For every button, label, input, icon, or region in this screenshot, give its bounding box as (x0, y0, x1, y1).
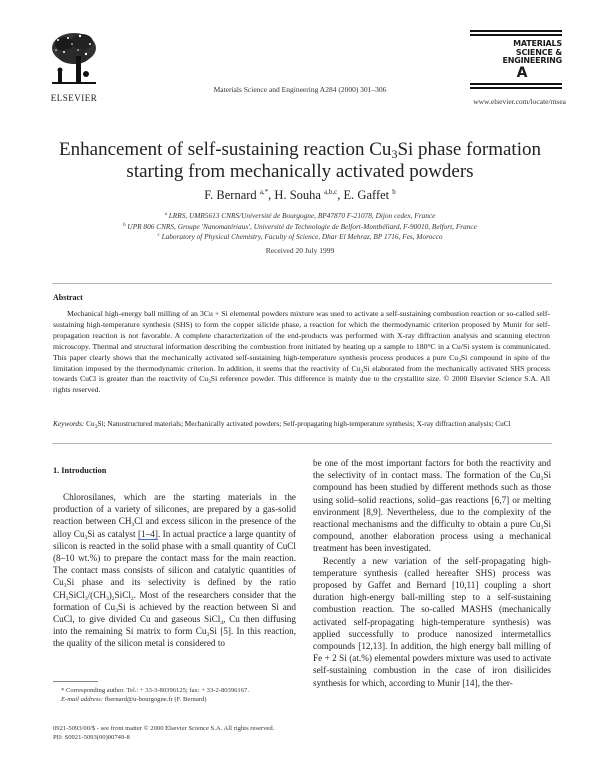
logo-rule (470, 30, 562, 32)
keywords-label: Keywords: (53, 419, 85, 428)
body-column-left: Chlorosilanes, which are the starting ma… (53, 492, 297, 649)
footnote-rule (53, 681, 98, 682)
affiliation: c Laboratory of Physical Chemistry, Facu… (157, 232, 443, 241)
abstract-text: Mechanical high-energy ball milling of a… (53, 309, 550, 395)
email-address[interactable]: fbernard@u-bourgogne.fr (F. Bernard) (103, 696, 207, 704)
affiliation: a LRRS, UMR5613 CNRS/Université de Bourg… (164, 211, 436, 220)
corresponding-author-note: * Corresponding author. Tel.: + 33-3-803… (61, 687, 249, 694)
logo-rule (470, 82, 562, 85)
pii-line: PII: S0921-5093(00)00749-8 (53, 734, 130, 742)
author: F. Bernard a,* (204, 188, 269, 202)
author: H. Souha a,b,c (274, 188, 338, 202)
elsevier-wordmark: ELSEVIER (50, 93, 98, 103)
affiliations: a LRRS, UMR5613 CNRS/Université de Bourg… (0, 211, 600, 243)
paragraph: Recently a new variation of the self-pro… (313, 555, 551, 688)
journal-logo: MATERIALS SCIENCE & ENGINEERING A (462, 30, 562, 96)
author: E. Gaffet b (343, 188, 396, 202)
author-list: F. Bernard a,*, H. Souha a,b,c, E. Gaffe… (204, 188, 396, 202)
divider (52, 283, 552, 284)
journal-citation: Materials Science and Engineering A284 (… (213, 85, 387, 94)
article-title: Enhancement of self-sustaining reaction … (59, 139, 541, 182)
elsevier-logo: ELSEVIER (46, 30, 102, 103)
received-date: Received 20 July 1999 (265, 246, 335, 255)
divider (52, 443, 552, 444)
citation-link[interactable]: [1–4] (138, 528, 158, 540)
body-column-right: be one of the most important factors for… (313, 457, 551, 689)
journal-url[interactable]: www.elsevier.com/locate/msea (473, 97, 566, 106)
elsevier-tree-icon (52, 33, 96, 84)
affiliation: b UPR 806 CNRS, Groupe 'Nanomatériaux', … (123, 221, 477, 231)
keywords: Keywords: Cu3Si; Nanostructured material… (53, 419, 511, 430)
footnote: * Corresponding author. Tel.: + 33-3-803… (53, 686, 301, 704)
copyright-line: 0921-5093/00/$ - see front matter © 2000… (53, 725, 275, 732)
journal-logo-text: MATERIALS SCIENCE & ENGINEERING (502, 39, 562, 65)
logo-rule (470, 34, 562, 36)
paragraph: be one of the most important factors for… (313, 458, 551, 554)
front-matter: 0921-5093/00/$ - see front matter © 2000… (53, 724, 274, 742)
abstract-heading: Abstract (53, 293, 83, 302)
section-heading-introduction: 1. Introduction (53, 466, 107, 475)
email-note: E-mail address: fbernard@u-bourgogne.fr … (61, 696, 207, 704)
logo-rule (470, 86, 562, 89)
journal-logo-letter: A (516, 64, 528, 81)
